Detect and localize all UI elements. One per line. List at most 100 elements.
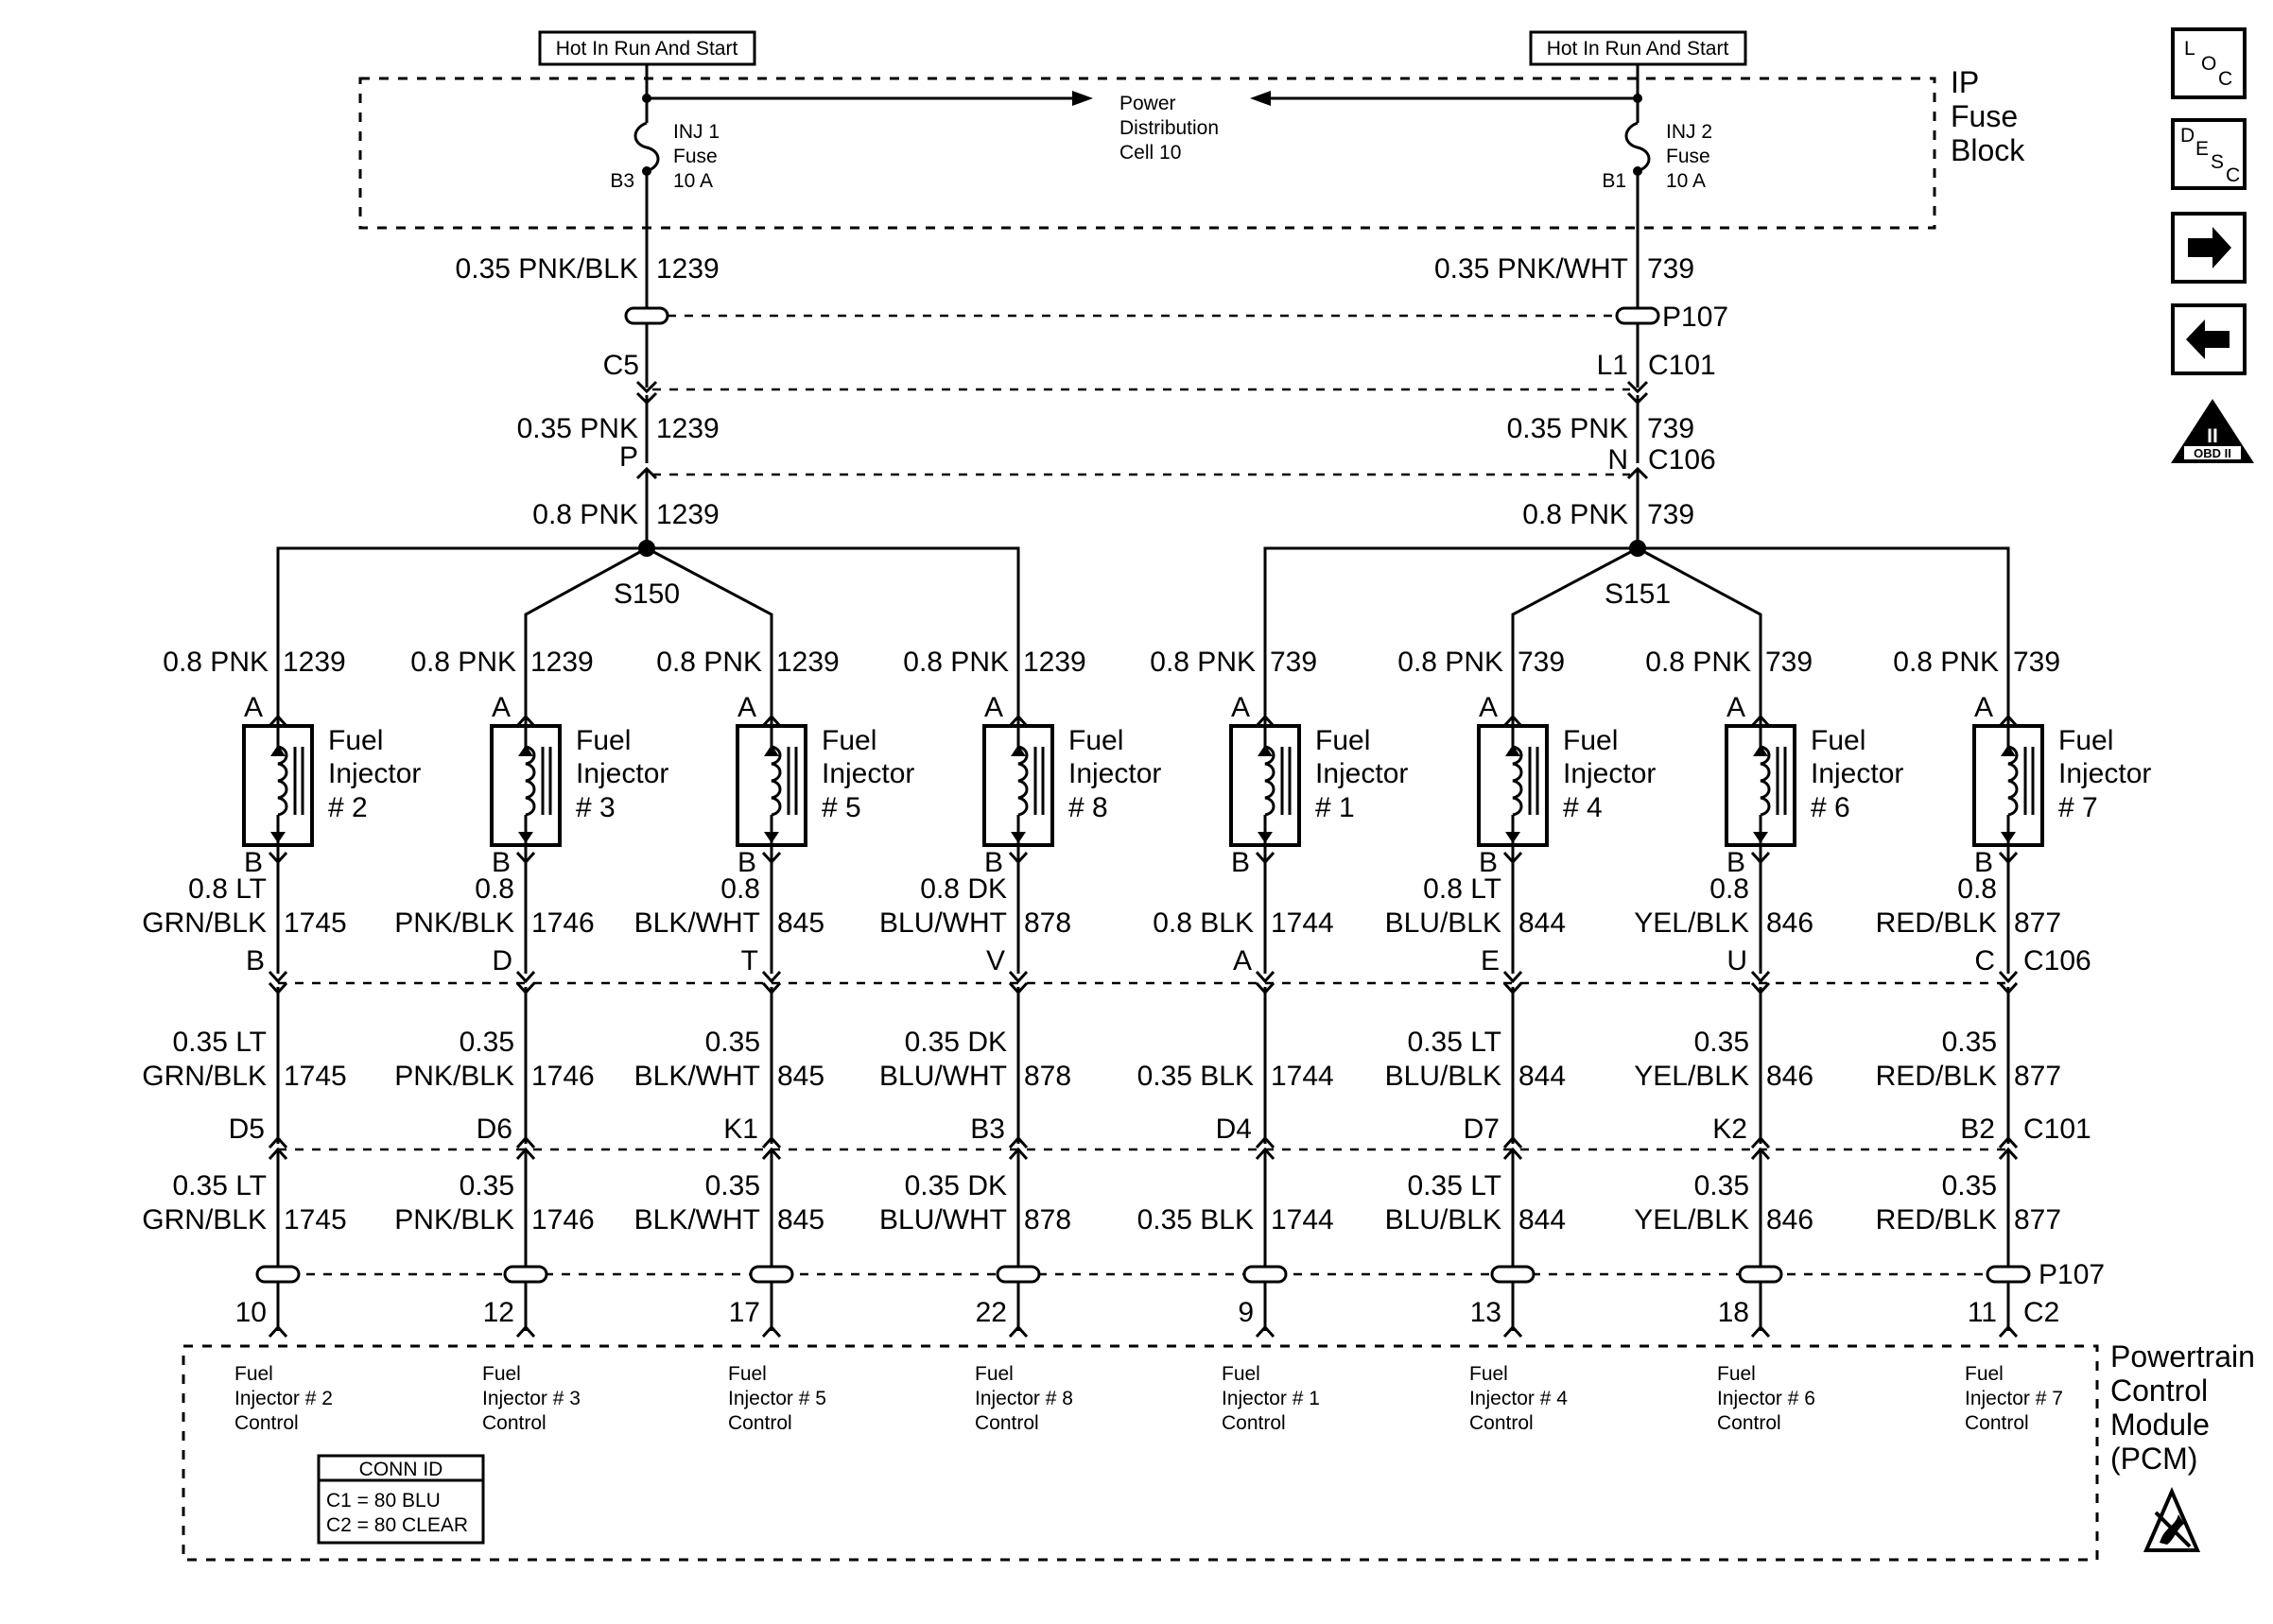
control-wire-label: 0.8 xyxy=(1709,873,1749,905)
c101-terminal xyxy=(1502,1135,1523,1149)
control-circuit-label: 1744 xyxy=(1271,907,1334,939)
control-wire-label: BLK/WHT xyxy=(634,1204,760,1235)
control-wire-label: 0.35 xyxy=(1694,1027,1749,1058)
control-wire-label: 0.35 xyxy=(1942,1170,1997,1201)
supply-circuit-label: 1239 xyxy=(776,647,840,678)
arrow-down-icon xyxy=(270,832,286,843)
pcm-circuit-label: Control xyxy=(1469,1412,1534,1434)
feed-right-wire2: 0.35 PNK xyxy=(1507,413,1628,444)
c101-pin-label: D7 xyxy=(1464,1114,1500,1145)
injector-label: Fuel xyxy=(822,725,876,756)
solenoid-coil-icon xyxy=(1017,745,1029,817)
control-wire-label: 0.35 xyxy=(460,1170,514,1201)
pcm-circuit-label: Injector # 4 xyxy=(1469,1388,1568,1409)
arrow-left-icon xyxy=(2186,320,2230,359)
pcm-terminal xyxy=(1750,1324,1771,1339)
feed-left-wire3: 0.8 PNK xyxy=(532,499,638,530)
arrow-down-icon xyxy=(1753,832,1768,843)
loc-letter-o: O xyxy=(2201,53,2216,75)
injector-label: Fuel xyxy=(2058,725,2113,756)
control-circuit-label: 1745 xyxy=(284,1204,347,1235)
supply-wire-label: 0.8 PNK xyxy=(1150,647,1256,678)
desc-letter-e: E xyxy=(2195,138,2209,160)
arrow-down-icon xyxy=(1011,832,1026,843)
feed-left-circuit1: 1239 xyxy=(656,253,720,285)
solenoid-coil-icon xyxy=(277,745,288,817)
injector-pin-a: A xyxy=(984,692,1003,723)
ip-fuse-block-outline xyxy=(358,77,1936,230)
control-circuit-label: 1746 xyxy=(531,1061,595,1092)
arrow-down-icon xyxy=(1258,832,1273,843)
pcm-circuit-label: Injector # 8 xyxy=(975,1388,1073,1409)
pcm-circuit-label: Control xyxy=(975,1412,1039,1434)
control-circuit-label: 1744 xyxy=(1271,1061,1334,1092)
pcm-circuit-label: Injector # 1 xyxy=(1222,1388,1320,1409)
injector-label: Injector xyxy=(1068,758,1161,789)
p107-inline-connector xyxy=(749,1265,794,1284)
supply-circuit-label: 1239 xyxy=(283,647,346,678)
control-wire-label: BLU/WHT xyxy=(879,1061,1007,1092)
feed-right-wire1: 0.35 PNK/WHT xyxy=(1434,253,1628,285)
pcm-pin-label: 18 xyxy=(1718,1297,1749,1328)
loc-letter-c: C xyxy=(2218,68,2232,90)
pcm-terminal xyxy=(761,1324,782,1339)
injector-label: Injector xyxy=(2058,758,2151,789)
injector-number: # 2 xyxy=(328,792,368,823)
injector-number: # 5 xyxy=(822,792,861,823)
next-page-button[interactable] xyxy=(2171,212,2247,284)
component-locator-button[interactable]: L O C xyxy=(2171,27,2247,99)
p107-inline-right xyxy=(1615,306,1660,325)
c101-terminal xyxy=(1008,1135,1029,1149)
control-circuit-label: 845 xyxy=(777,907,824,939)
control-circuit-label: 877 xyxy=(2014,1204,2061,1235)
c101-pin-label: K1 xyxy=(723,1114,758,1145)
c106-pin-label: C xyxy=(1974,945,1995,976)
arrow-down-icon xyxy=(2001,832,2016,843)
injector-pin-a: A xyxy=(737,692,756,723)
c101-terminal xyxy=(268,1135,288,1149)
control-wire-label: BLU/BLK xyxy=(1385,1061,1501,1092)
control-wire-label: GRN/BLK xyxy=(142,907,267,939)
solenoid-coil-icon xyxy=(525,745,536,817)
obd-ii-button[interactable]: II OBD II xyxy=(2171,399,2254,463)
pcm-circuit-label: Fuel xyxy=(1469,1363,1508,1385)
desc-letter-s: S xyxy=(2211,151,2224,173)
p107-inline-connector xyxy=(1490,1265,1536,1284)
desc-letter-c: C xyxy=(2226,164,2240,186)
description-button[interactable]: D E S C xyxy=(2171,118,2247,190)
obd-ii-numeral: II xyxy=(2207,425,2218,447)
conn-id-line1: C1 = 80 BLU xyxy=(326,1490,441,1512)
fuse-rating-inj1: 10 A xyxy=(673,170,713,192)
splice-branches xyxy=(276,546,2010,718)
pcm-circuit-label: Injector # 7 xyxy=(1965,1388,2063,1409)
control-circuit-label: 1746 xyxy=(531,1204,595,1235)
control-wire-label: 0.8 LT xyxy=(1423,873,1501,905)
feed-left-circuit3: 1239 xyxy=(656,499,720,530)
desc-letter-d: D xyxy=(2180,125,2195,147)
previous-page-button[interactable] xyxy=(2171,303,2247,375)
c101-pin-label: K2 xyxy=(1712,1114,1747,1145)
power-source-left: Hot In Run And Start INJ 1 Fuse 10 A B3 xyxy=(538,30,756,307)
supply-circuit-label: 1239 xyxy=(1023,647,1086,678)
control-wire-label: 0.35 DK xyxy=(905,1027,1007,1058)
control-circuit-label: 845 xyxy=(777,1204,824,1235)
c106-pin-label: E xyxy=(1481,945,1500,976)
injector-pin-a: A xyxy=(1231,692,1250,723)
conn-id-line2: C2 = 80 CLEAR xyxy=(326,1514,468,1536)
pcm-circuit-label: Fuel xyxy=(1222,1363,1260,1385)
solenoid-coil-icon xyxy=(1264,745,1275,817)
pcm-circuit-label: Fuel xyxy=(1717,1363,1756,1385)
p107-inline-connector xyxy=(996,1265,1041,1284)
injector-pin-a: A xyxy=(1726,692,1745,723)
control-wire-label: PNK/BLK xyxy=(394,1061,514,1092)
p107-inline-left xyxy=(624,306,669,325)
pcm-terminal xyxy=(515,1324,536,1339)
pcm-circuit-label: Fuel xyxy=(728,1363,767,1385)
fuse-symbol-inj2 xyxy=(1624,121,1651,173)
solenoid-coil-icon xyxy=(2007,745,2019,817)
injector-number: # 4 xyxy=(1563,792,1603,823)
injector-pin-b: B xyxy=(1231,847,1250,878)
